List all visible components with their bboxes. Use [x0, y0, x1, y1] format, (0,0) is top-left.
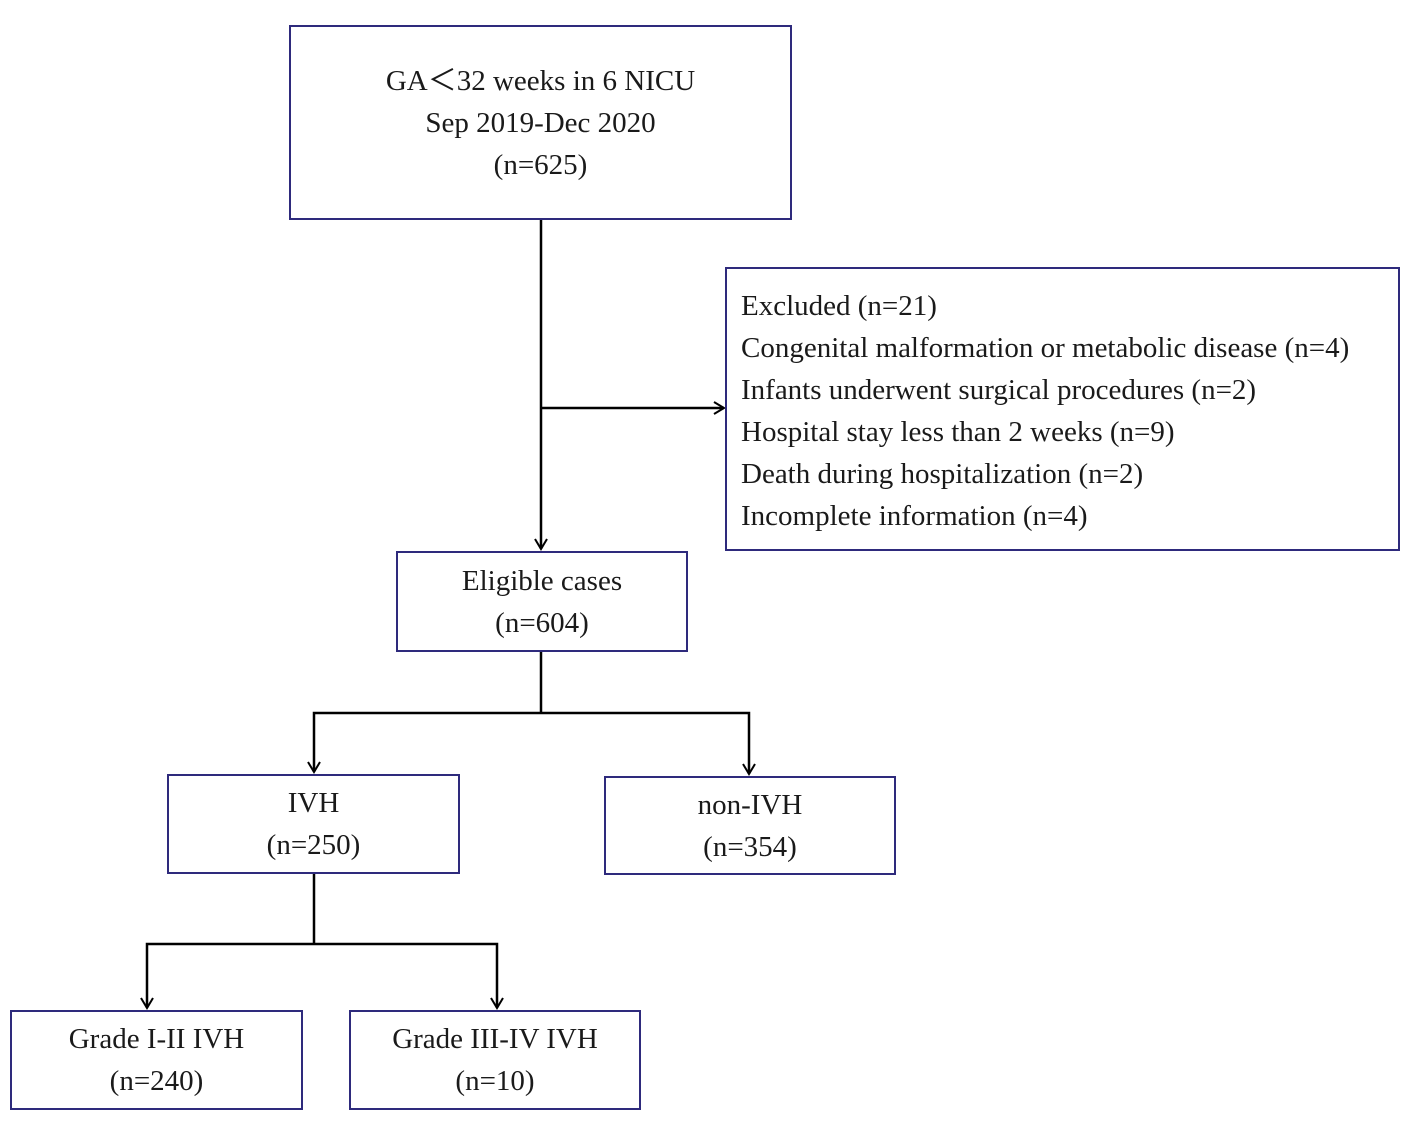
node-start: GA＜32 weeks in 6 NICU Sep 2019-Dec 2020 … [289, 25, 792, 220]
node-start-line-3: (n=625) [493, 148, 588, 181]
node-grade-1-2: Grade I-II IVH (n=240) [10, 1010, 303, 1110]
node-excluded: Excluded (n=21) Congenital malformation … [725, 267, 1400, 551]
node-non-ivh-line-1: non-IVH [697, 788, 803, 821]
node-start-line-1: GA＜32 weeks in 6 NICU [385, 64, 696, 97]
node-eligible-line-2: (n=604) [495, 606, 589, 639]
node-excluded-line-5: Death during hospitalization (n=2) [741, 458, 1144, 490]
edge-eligible-to-ivh [307, 711, 541, 774]
node-grade-3-4-line-2: (n=10) [455, 1065, 535, 1097]
node-eligible: Eligible cases (n=604) [396, 551, 688, 652]
node-non-ivh-line-2: (n=354) [703, 830, 797, 863]
node-excluded-line-4: Hospital stay less than 2 weeks (n=9) [741, 416, 1175, 448]
node-ivh-line-2: (n=250) [266, 829, 361, 861]
node-grade-1-2-line-1: Grade I-II IVH [68, 1023, 245, 1055]
edge-ivh-to-grade-1-2 [140, 942, 314, 1010]
node-excluded-line-1: Excluded (n=21) [741, 290, 937, 322]
node-start-line-2: Sep 2019-Dec 2020 [425, 106, 656, 139]
node-ivh: IVH (n=250) [167, 774, 460, 874]
node-ivh-line-1: IVH [287, 787, 340, 819]
edge-ivh-to-grade-3-4 [314, 942, 504, 1010]
node-excluded-line-2: Congenital malformation or metabolic dis… [741, 332, 1350, 364]
node-grade-3-4-line-1: Grade III-IV IVH [392, 1023, 598, 1055]
node-eligible-line-1: Eligible cases [461, 564, 623, 597]
node-grade-3-4: Grade III-IV IVH (n=10) [349, 1010, 641, 1110]
node-excluded-line-6: Incomplete information (n=4) [741, 500, 1088, 532]
node-non-ivh: non-IVH (n=354) [604, 776, 896, 875]
node-grade-1-2-line-2: (n=240) [109, 1065, 204, 1097]
node-excluded-line-3: Infants underwent surgical procedures (n… [741, 374, 1257, 406]
edge-eligible-to-non-ivh [541, 711, 756, 776]
